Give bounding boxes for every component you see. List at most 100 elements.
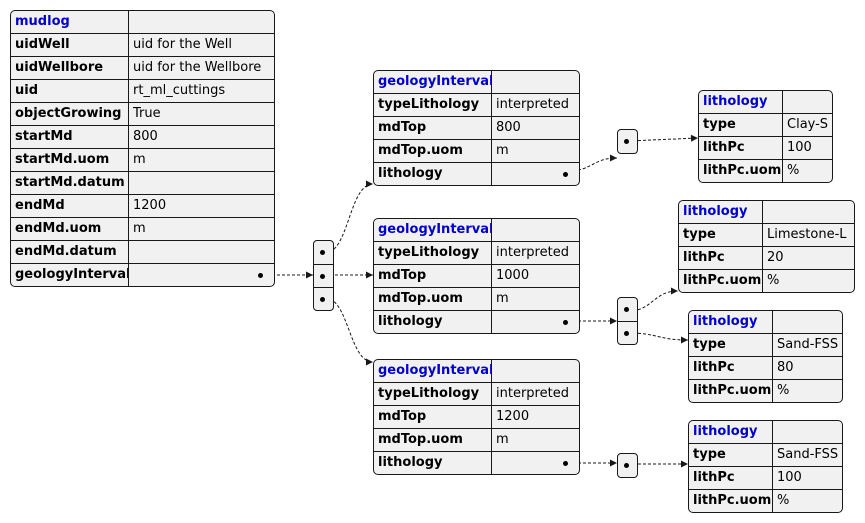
- lithology-table-2-1-title-spacer: [763, 201, 853, 223]
- arrowhead-icon: [681, 460, 688, 468]
- arrowhead-icon: [366, 358, 373, 366]
- table-row: type Sand-FSS: [689, 443, 842, 466]
- lithology-table-3-1-title-spacer: [773, 421, 841, 443]
- field-key: type: [699, 114, 783, 136]
- geology-interval-array: [313, 240, 334, 311]
- field-value: 1200: [496, 409, 530, 424]
- arrowhead-icon: [681, 336, 688, 344]
- field-value: 800: [496, 120, 521, 135]
- arrowhead-icon: [690, 134, 698, 142]
- link-dot-icon: [320, 250, 325, 255]
- table-row: lithology: [374, 162, 579, 185]
- field-key: endMd.datum: [11, 241, 129, 263]
- link-dot-icon: [563, 172, 568, 177]
- field-key: lithPc.uom: [679, 270, 763, 292]
- link-dot-icon: [258, 273, 263, 278]
- field-value: uid for the Wellbore: [133, 60, 262, 75]
- field-value: m: [133, 152, 146, 167]
- lithology-table-3-1-title: lithology: [689, 421, 773, 443]
- field-key: startMd: [11, 126, 129, 148]
- lithology-table-1-1-title: lithology: [699, 91, 783, 113]
- field-key: typeLithology: [374, 383, 492, 405]
- link-dot-icon: [624, 307, 629, 312]
- connector-line: [627, 137, 699, 142]
- array-slot: [618, 454, 637, 477]
- field-value: interpreted: [496, 386, 569, 401]
- geology-interval-table-3-title-spacer: [492, 360, 578, 382]
- arrowhead-icon: [610, 154, 617, 162]
- geology-interval-table-3-header-row: geologyInterval: [374, 360, 579, 382]
- geology-interval-table-1-header-row: geologyInterval: [374, 71, 579, 93]
- lithology-table-2-1-header-row: lithology: [679, 201, 854, 223]
- field-value: Sand-FSS: [777, 337, 839, 352]
- field-key: type: [679, 224, 763, 246]
- field-value: 800: [133, 129, 158, 144]
- field-value: %: [777, 493, 790, 508]
- field-key: type: [689, 334, 773, 356]
- field-value: Sand-FSS: [777, 447, 839, 462]
- field-key: lithology: [374, 452, 492, 474]
- field-value: 80: [777, 360, 794, 375]
- link-dot-icon: [563, 320, 568, 325]
- table-row: objectGrowing True: [11, 102, 274, 125]
- lithology-table-2-2-header-row: lithology: [689, 311, 842, 333]
- field-value: m: [496, 143, 509, 158]
- field-key: type: [689, 444, 773, 466]
- field-key: lithology: [374, 163, 492, 185]
- table-row: lithology: [374, 451, 579, 474]
- geology-interval-table-2-title: geologyInterval: [374, 219, 492, 241]
- array-slot: [618, 321, 637, 344]
- arrowhead-icon: [366, 180, 373, 188]
- table-row: mdTop 1200: [374, 405, 579, 428]
- array-slot: [314, 287, 333, 310]
- table-row: typeLithology interpreted: [374, 382, 579, 405]
- field-key: lithPc: [699, 137, 783, 159]
- geology-interval-table-1-title: geologyInterval: [374, 71, 492, 93]
- link-dot-icon: [624, 331, 629, 336]
- field-key: objectGrowing: [11, 103, 129, 125]
- lithology-array-1: [617, 129, 638, 154]
- table-row: startMd 800: [11, 125, 274, 148]
- field-value: 100: [777, 470, 802, 485]
- arrowhead-icon: [306, 271, 313, 279]
- field-key: lithPc.uom: [699, 160, 783, 182]
- field-key: mdTop.uom: [374, 429, 492, 451]
- lithology-table-1-1-header-row: lithology: [699, 91, 832, 113]
- lithology-table-2-1-title: lithology: [679, 201, 763, 223]
- field-key: mdTop.uom: [374, 140, 492, 162]
- field-value: interpreted: [496, 245, 569, 260]
- field-value: [492, 311, 578, 333]
- field-value: Limestone-L: [767, 227, 847, 242]
- table-row: startMd.datum: [11, 171, 274, 194]
- field-value: True: [133, 106, 161, 121]
- table-row: lithPc.uom%: [689, 489, 842, 512]
- field-value: 100: [787, 140, 812, 155]
- field-key: endMd: [11, 195, 129, 217]
- link-dot-icon: [320, 274, 325, 279]
- field-key: mdTop: [374, 406, 492, 428]
- lithology-array-3: [617, 453, 638, 478]
- geology-interval-table-2-title-spacer: [492, 219, 578, 241]
- mudlog-table-header-row: mudlog: [11, 11, 274, 33]
- table-row: lithPc 100: [699, 136, 832, 159]
- field-value: m: [496, 432, 509, 447]
- field-value: uid for the Well: [133, 37, 233, 52]
- table-row: mdTop.uom m: [374, 139, 579, 162]
- table-row: type Limestone-L: [679, 223, 854, 246]
- table-row: endMd.datum: [11, 240, 274, 263]
- arrowhead-icon: [366, 271, 373, 279]
- field-value: m: [496, 291, 509, 306]
